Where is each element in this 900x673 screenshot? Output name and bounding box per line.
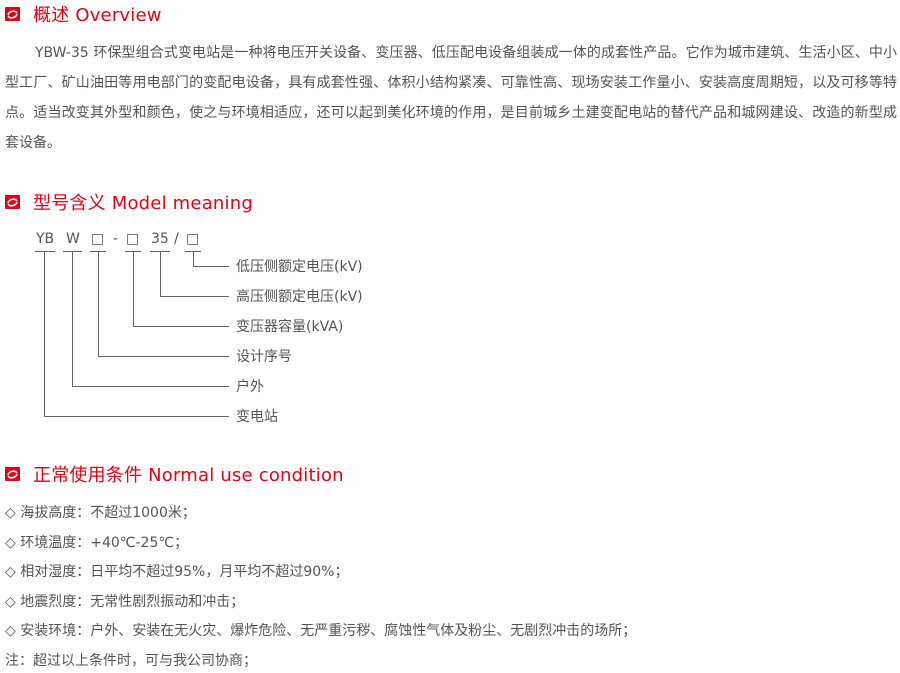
code-part-w: W bbox=[66, 231, 80, 247]
underline bbox=[63, 251, 82, 252]
overview-title: 概述 Overview bbox=[33, 5, 162, 26]
label-transformer-capacity: 变压器容量(kVA) bbox=[236, 319, 344, 335]
label-low-voltage: 低压侧额定电压(kV) bbox=[236, 259, 363, 275]
label-high-voltage: 高压侧额定电压(kV) bbox=[236, 289, 363, 305]
underline bbox=[150, 251, 170, 252]
condition-altitude: ◇ 海拔高度：不超过1000米； bbox=[5, 505, 196, 521]
underline bbox=[125, 251, 141, 252]
connector-line bbox=[44, 416, 229, 417]
overview-paragraph: YBW-35 环保型组合式变电站是一种将电压开关设备、变压器、低压配电设备组装成… bbox=[5, 45, 897, 151]
section-logo-icon bbox=[5, 467, 20, 481]
code-part-slash: / bbox=[174, 231, 179, 247]
connector-line bbox=[133, 251, 134, 327]
label-outdoor: 户外 bbox=[236, 379, 264, 395]
conditions-heading: 正常使用条件 Normal use condition bbox=[5, 461, 344, 487]
connector-line bbox=[160, 296, 229, 297]
connector-line bbox=[193, 251, 194, 267]
code-part-box-2: □ bbox=[126, 231, 140, 247]
code-part-yb: YB bbox=[36, 231, 55, 247]
model-title: 型号含义 Model meaning bbox=[33, 193, 253, 214]
code-part-dash: - bbox=[113, 231, 119, 247]
section-logo-icon bbox=[5, 7, 20, 21]
connector-line bbox=[44, 251, 45, 417]
code-part-box-3: □ bbox=[186, 231, 200, 247]
connector-line bbox=[98, 356, 229, 357]
connector-line bbox=[160, 251, 161, 297]
connector-line bbox=[193, 266, 229, 267]
connector-line bbox=[133, 326, 229, 327]
condition-humidity: ◇ 相对湿度：日平均不超过95%，月平均不超过90%； bbox=[5, 564, 349, 580]
label-substation: 变电站 bbox=[236, 409, 278, 425]
label-design-number: 设计序号 bbox=[236, 349, 292, 365]
connector-line bbox=[72, 386, 229, 387]
underline bbox=[90, 251, 106, 252]
code-part-box-1: □ bbox=[91, 231, 105, 247]
overview-heading: 概述 Overview bbox=[5, 1, 162, 27]
condition-note: 注：超过以上条件时，可与我公司协商； bbox=[5, 653, 257, 669]
conditions-title: 正常使用条件 Normal use condition bbox=[33, 465, 344, 486]
condition-temperature: ◇ 环境温度：+40℃-25℃； bbox=[5, 535, 189, 551]
connector-line bbox=[98, 251, 99, 357]
underline bbox=[35, 251, 55, 252]
connector-line bbox=[72, 251, 73, 387]
section-logo-icon bbox=[5, 195, 20, 209]
model-heading: 型号含义 Model meaning bbox=[5, 189, 253, 215]
condition-seismic: ◇ 地震烈度：无常性剧烈振动和冲击； bbox=[5, 594, 245, 610]
code-part-35: 35 bbox=[151, 231, 169, 247]
underline bbox=[185, 251, 201, 252]
condition-environment: ◇ 安装环境：户外、安装在无火灾、爆炸危险、无严重污秽、腐蚀性气体及粉尘、无剧烈… bbox=[5, 623, 637, 639]
